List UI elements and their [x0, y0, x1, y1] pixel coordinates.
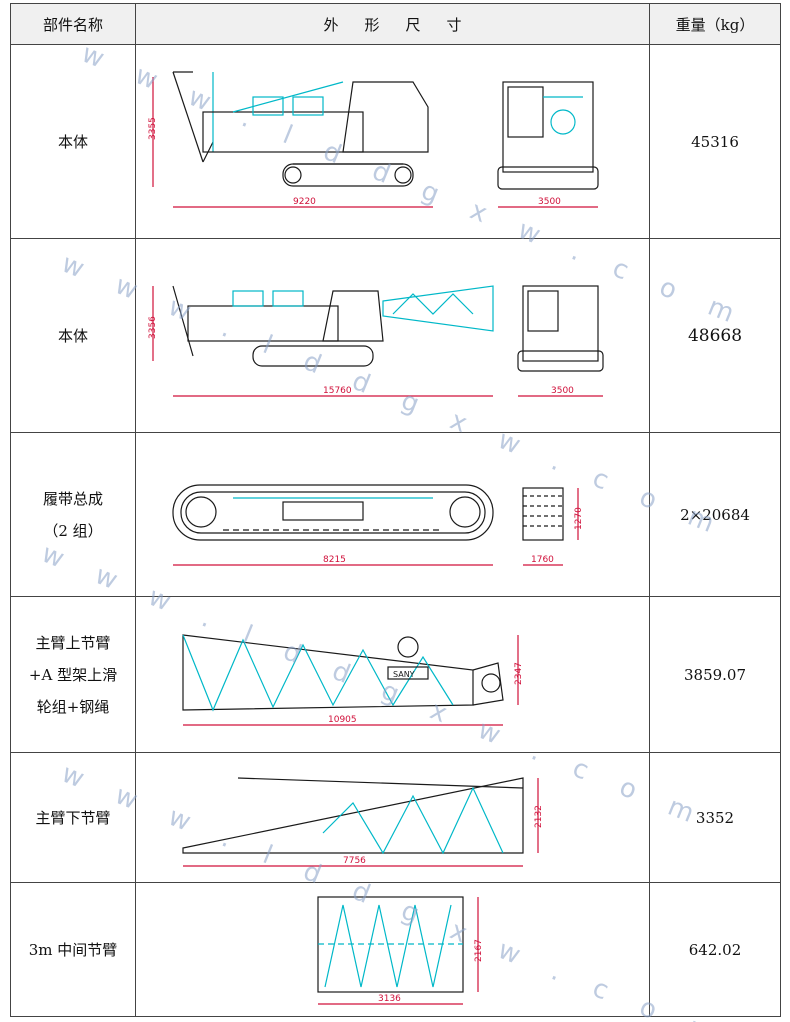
header-dimension: 外形尺寸 [135, 3, 650, 45]
drawing-cell: 3355 9220 3500 [135, 44, 650, 239]
part-name: 本体 [10, 44, 136, 239]
spec-table: 部件名称 外形尺寸 重量（kg） 本体 3355 9220 [10, 3, 781, 1017]
boom-logo-plate [386, 665, 429, 680]
dim-width: 1760 [531, 555, 554, 565]
part-name: 主臂下节臂 [10, 752, 136, 883]
part-weight: 45316 [649, 44, 781, 239]
drawing-cell: 7756 2132 [135, 752, 650, 883]
body-boom-drawing: 3356 15760 3500 [148, 284, 604, 397]
header-part: 部件名称 [10, 3, 136, 45]
table-row: 3m 中间节臂 3136 2167 642.02 [10, 882, 781, 1017]
dim-length: 7756 [343, 856, 366, 866]
part-weight: 2×20684 [649, 432, 781, 597]
part-name: 3m 中间节臂 [10, 882, 136, 1017]
header-weight: 重量（kg） [649, 3, 781, 45]
part-weight: 3352 [649, 752, 781, 883]
table-row: 本体 3355 9220 [10, 44, 781, 239]
drawing-cell: SANY 10905 2347 [135, 596, 650, 753]
body-drawing: 3355 9220 3500 [148, 70, 599, 208]
part-weight: 3859.07 [649, 596, 781, 753]
drawing-cell: 3356 15760 3500 [135, 238, 650, 433]
part-name: 主臂上节臂 +A 型架上滑 轮组+钢绳 [10, 596, 136, 753]
drawing-cell: 8215 1760 1270 [135, 432, 650, 597]
dim-height: 2167 [474, 939, 484, 962]
dim-height: 2347 [514, 662, 524, 685]
dim-height: 1270 [574, 506, 584, 529]
part-name: 本体 [10, 238, 136, 433]
part-weight: 48668 [649, 238, 781, 433]
dim-height: 2132 [534, 805, 544, 828]
table-row: 主臂下节臂 7756 2132 3352 [10, 752, 781, 883]
part-name: 履带总成 （2 组） [10, 432, 136, 597]
table-row: 本体 3356 15760 3500 48668 [10, 238, 781, 433]
dim-length: 8215 [323, 555, 346, 565]
table-row: 主臂上节臂 +A 型架上滑 轮组+钢绳 SANY 10905 2347 3859… [10, 596, 781, 753]
dim-width: 3500 [551, 386, 574, 396]
crawler-drawing: 8215 1760 1270 [171, 483, 584, 566]
lower-boom-drawing: 7756 2132 [181, 776, 544, 867]
dim-length: 15760 [323, 386, 352, 396]
drawing-cell: 3136 2167 [135, 882, 650, 1017]
mid-boom-drawing: 3136 2167 [316, 896, 484, 1005]
dim-length: 3136 [378, 994, 401, 1004]
upper-boom-drawing: SANY 10905 2347 [181, 633, 524, 726]
dim-height: 3356 [148, 315, 158, 338]
dim-length: 9220 [293, 197, 316, 207]
table-row: 履带总成 （2 组） 8215 1760 1270 2×20684 [10, 432, 781, 597]
part-weight: 642.02 [649, 882, 781, 1017]
dim-length: 10905 [328, 715, 357, 725]
sany-logo: SANY [393, 670, 415, 679]
dim-width: 3500 [538, 197, 561, 207]
header-row: 部件名称 外形尺寸 重量（kg） [10, 3, 781, 45]
dim-height: 3355 [148, 117, 158, 140]
